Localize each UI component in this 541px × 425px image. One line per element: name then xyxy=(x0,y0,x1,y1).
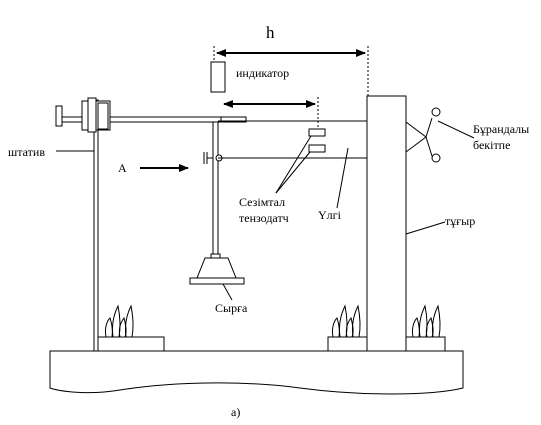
flame-decoration-right xyxy=(412,304,441,338)
flame-decoration-left xyxy=(105,304,134,338)
caption-label: а) xyxy=(231,405,240,419)
base-ground xyxy=(49,350,464,395)
sensor-leader-2 xyxy=(275,151,311,194)
support-column xyxy=(366,95,407,352)
arm-knob xyxy=(55,105,63,127)
shtativ-rod xyxy=(93,99,99,352)
flame-decoration-mid xyxy=(332,304,361,338)
shtativ-label: штатив xyxy=(8,145,45,159)
weight-plate xyxy=(189,277,245,285)
screw-clamp-jaw-top xyxy=(425,117,433,138)
strain-gauge-bottom xyxy=(308,144,326,153)
indicator-holder xyxy=(220,116,247,123)
weight-label: Сырға xyxy=(215,301,248,315)
clamp-label-line1: Бұрандалы xyxy=(473,122,529,136)
sample-leader xyxy=(336,147,349,209)
sensor-label-line1: Сезімтал xyxy=(239,195,285,209)
hanger-rod xyxy=(212,121,219,255)
screw-clamp-jaw-bottom xyxy=(425,136,433,157)
weight-body xyxy=(196,257,237,279)
right-stand-pad-2 xyxy=(404,336,446,352)
screw-clamp-knob-bottom xyxy=(431,153,441,163)
hanger-rod-lower xyxy=(210,253,221,259)
indicator-box xyxy=(210,61,226,93)
clamp-label-line2: бекітпе xyxy=(473,138,510,152)
point-a-label: A xyxy=(118,161,127,175)
screw-clamp-knob-top xyxy=(431,107,441,117)
arm-clamp-inner xyxy=(87,97,97,133)
weight-leader xyxy=(222,283,233,301)
sample-label: Үлгі xyxy=(318,208,342,222)
h-label: h xyxy=(266,23,275,42)
sensor-leader-1 xyxy=(275,135,312,194)
left-stand-pad xyxy=(96,336,165,352)
strain-gauge-top xyxy=(308,128,326,137)
clamp-leader xyxy=(437,120,475,139)
sensor-label-line2: тензодатч xyxy=(239,211,289,225)
tugyr-label: тұғыр xyxy=(445,214,475,228)
right-stand-pad xyxy=(327,336,368,352)
indicator-label: индикатор xyxy=(236,66,289,80)
screw-clamp-arm xyxy=(405,121,427,153)
arm-clamp-front xyxy=(97,102,109,130)
tugyr-leader xyxy=(405,221,446,235)
